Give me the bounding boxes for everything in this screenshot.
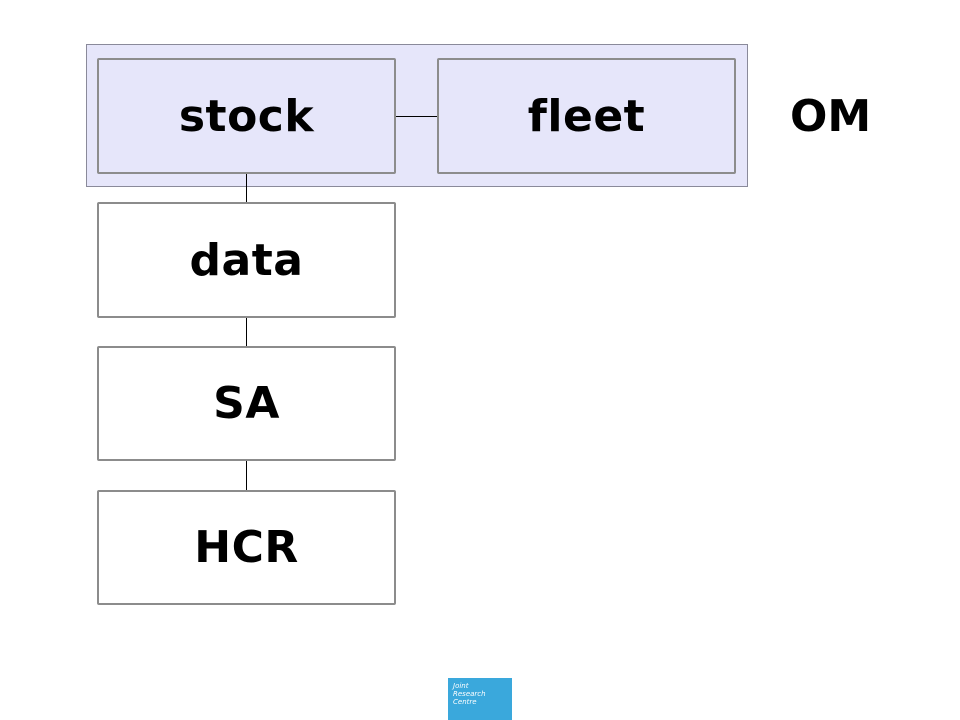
logo-line-3: Centre (453, 698, 477, 706)
node-stock[interactable]: stock (97, 58, 396, 174)
logo-line-1: Joint (453, 682, 469, 690)
node-sa[interactable]: SA (97, 346, 396, 461)
connector-stock-data (246, 174, 247, 202)
connector-sa-hcr (246, 461, 247, 490)
connector-stock-fleet (396, 116, 438, 117)
jrc-logo: Joint Research Centre (448, 678, 512, 720)
node-fleet[interactable]: fleet (437, 58, 736, 174)
node-data[interactable]: data (97, 202, 396, 318)
connector-data-sa (246, 318, 247, 346)
om-group-label: OM (790, 91, 872, 142)
logo-line-2: Research (453, 690, 486, 698)
node-hcr[interactable]: HCR (97, 490, 396, 605)
